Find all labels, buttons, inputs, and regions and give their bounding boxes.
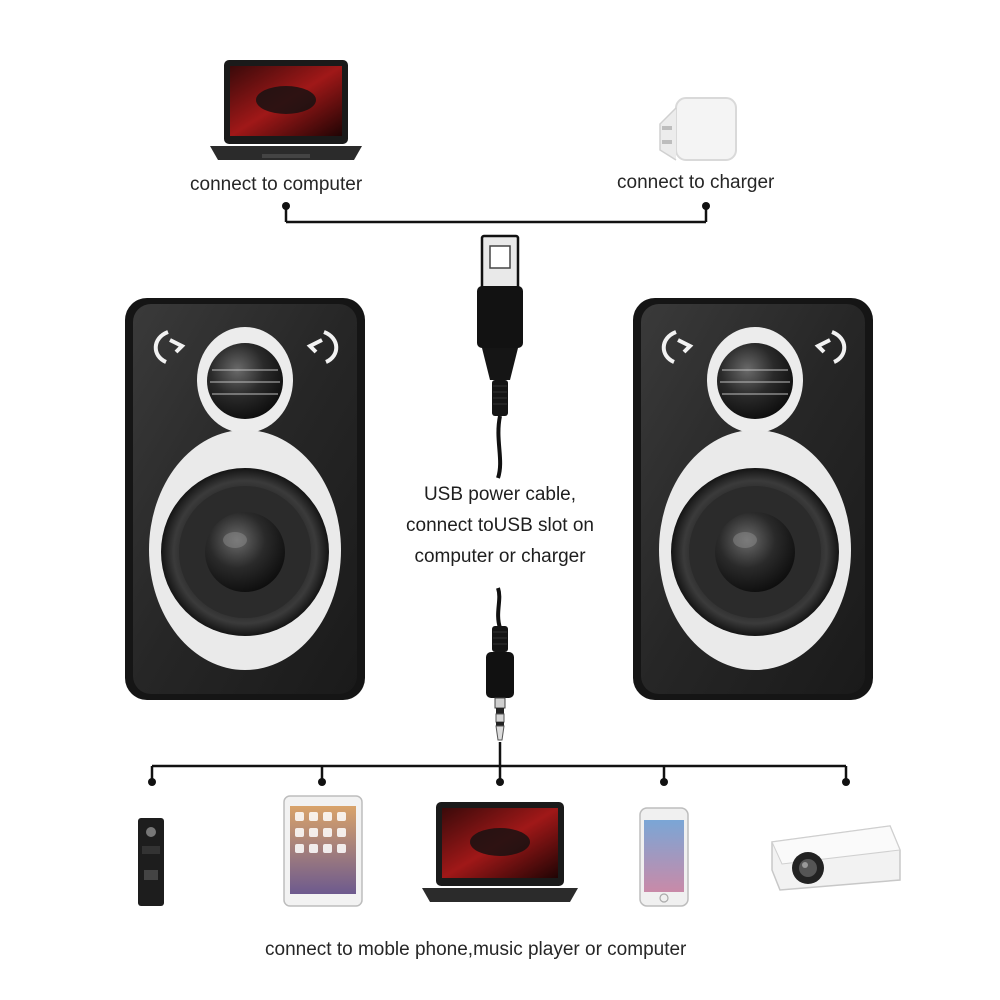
connect-computer-label: connect to computer: [190, 174, 363, 195]
music-player-icon: [138, 818, 164, 906]
bottom-bracket-dots: [148, 778, 850, 786]
phone-icon: [639, 807, 689, 907]
bracket-dot-right: [702, 202, 710, 210]
audio-jack-icon: [486, 626, 514, 741]
cable: [496, 415, 503, 479]
bottom-bracket: [150, 742, 848, 782]
laptop-icon: [210, 60, 362, 160]
logo-icon: [661, 330, 847, 364]
bracket-dot-left: [282, 202, 290, 210]
connect-charger-label: connect to charger: [617, 172, 775, 193]
left-speaker: [125, 298, 365, 700]
cable-lower: [496, 587, 502, 629]
tablet-icon: [283, 795, 363, 907]
top-bracket: [284, 206, 708, 224]
cable-line-2: connect toUSB slot on: [406, 515, 594, 536]
logo-icon: [153, 330, 339, 364]
cable-line-1: USB power cable,: [423, 484, 577, 505]
bottom-caption: connect to moble phone,music player or c…: [265, 939, 687, 960]
usb-plug-icon: [477, 234, 523, 416]
cable-line-3: computer or charger: [414, 546, 586, 567]
laptop-icon-bottom: [422, 802, 578, 902]
projector-icon: [771, 825, 901, 891]
right-speaker: [633, 298, 873, 700]
charger-plug-icon: [659, 97, 737, 161]
